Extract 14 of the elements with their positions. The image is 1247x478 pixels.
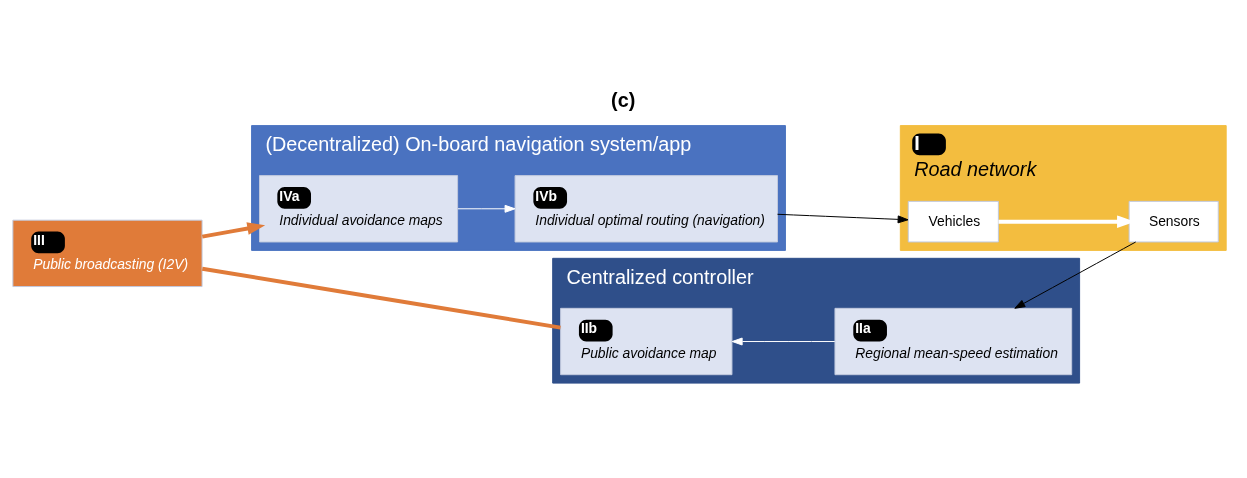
node-box: Vehicles [907, 200, 999, 242]
arrow [777, 213, 909, 223]
diagram-title: (c) [611, 88, 636, 111]
arrow [1014, 241, 1137, 309]
arrow [731, 337, 836, 345]
connector [201, 266, 561, 330]
node-box: IIb Public avoidance map [560, 307, 733, 375]
arrow [457, 204, 516, 213]
node-box: IVa Individual avoidance maps [259, 174, 459, 242]
arrow [201, 221, 266, 239]
node-box: IVb Individual optimal routing (navigation) [514, 174, 778, 242]
node-box: III Public broadcasting (I2V) [12, 219, 203, 287]
node-box: IIa Regional mean-speed estimation [834, 307, 1073, 375]
node-box: Sensors [1128, 200, 1219, 242]
